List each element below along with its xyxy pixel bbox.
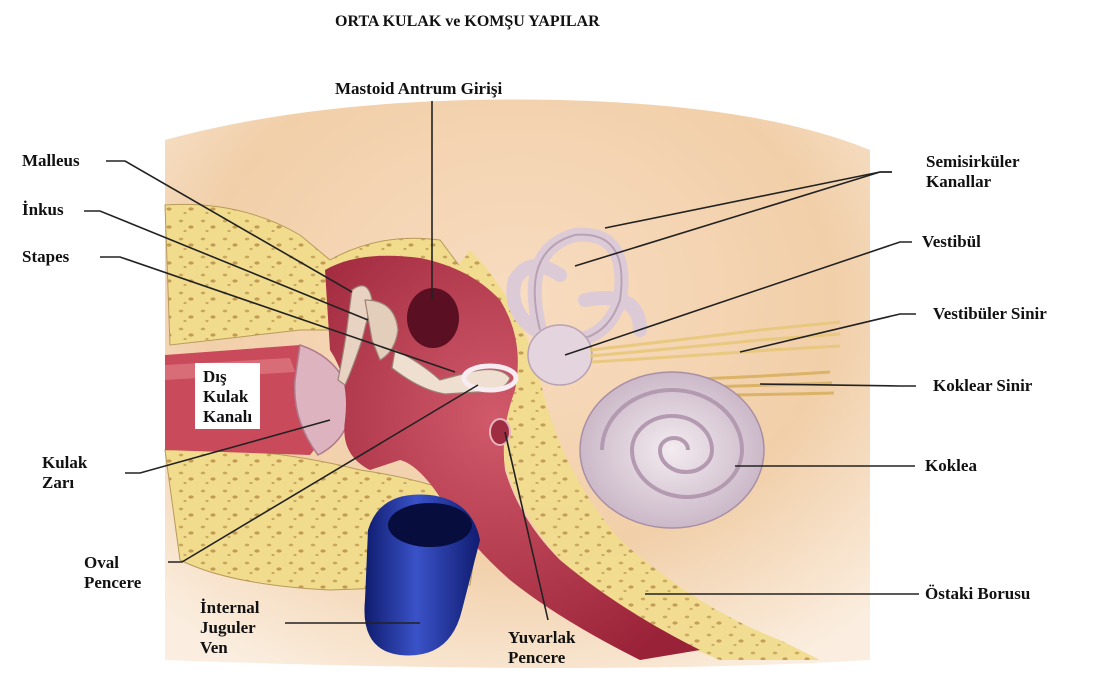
label-koklear-sinir: Koklear Sinir xyxy=(933,376,1032,396)
label-line: Juguler xyxy=(200,618,260,638)
cochlea-shell xyxy=(580,372,764,528)
label-inkus: İnkus xyxy=(22,200,64,220)
diagram-title: ORTA KULAK ve KOMŞU YAPILAR xyxy=(335,12,600,32)
label-line: İnternal xyxy=(200,598,260,618)
label-stapes: Stapes xyxy=(22,247,69,267)
label-mastoid-antrum: Mastoid Antrum Girişi xyxy=(335,79,502,99)
label-semisirkuler-kanallar: Semisirküler Kanallar xyxy=(926,152,1020,192)
label-koklea: Koklea xyxy=(925,456,977,476)
vein-lumen xyxy=(388,503,472,547)
label-malleus: Malleus xyxy=(22,151,80,171)
mastoid-antrum-opening xyxy=(407,288,459,348)
label-line: Kulak xyxy=(42,453,87,473)
label-vestibuler-sinir: Vestibüler Sinir xyxy=(933,304,1047,324)
label-line: Kanalı xyxy=(203,407,252,427)
label-line: Kanallar xyxy=(926,172,1020,192)
label-line: Oval xyxy=(84,553,141,573)
label-line: Pencere xyxy=(508,648,575,668)
label-line: Yuvarlak xyxy=(508,628,575,648)
label-internal-juguler-ven: İnternal Juguler Ven xyxy=(200,598,260,658)
label-line: Kulak xyxy=(203,387,252,407)
label-line: Semisirküler xyxy=(926,152,1020,172)
label-oval-pencere: Oval Pencere xyxy=(84,553,141,593)
label-line: Dış xyxy=(203,367,252,387)
label-kulak-zari: Kulak Zarı xyxy=(42,453,87,493)
label-line: Zarı xyxy=(42,473,87,493)
label-ostaki-borusu: Östaki Borusu xyxy=(925,584,1030,604)
label-vestibul: Vestibül xyxy=(922,232,981,252)
vestibule xyxy=(528,325,592,385)
label-line: Pencere xyxy=(84,573,141,593)
label-line: Ven xyxy=(200,638,260,658)
label-dis-kulak-kanali: Dış Kulak Kanalı xyxy=(195,363,260,429)
label-yuvarlak-pencere: Yuvarlak Pencere xyxy=(508,628,575,668)
